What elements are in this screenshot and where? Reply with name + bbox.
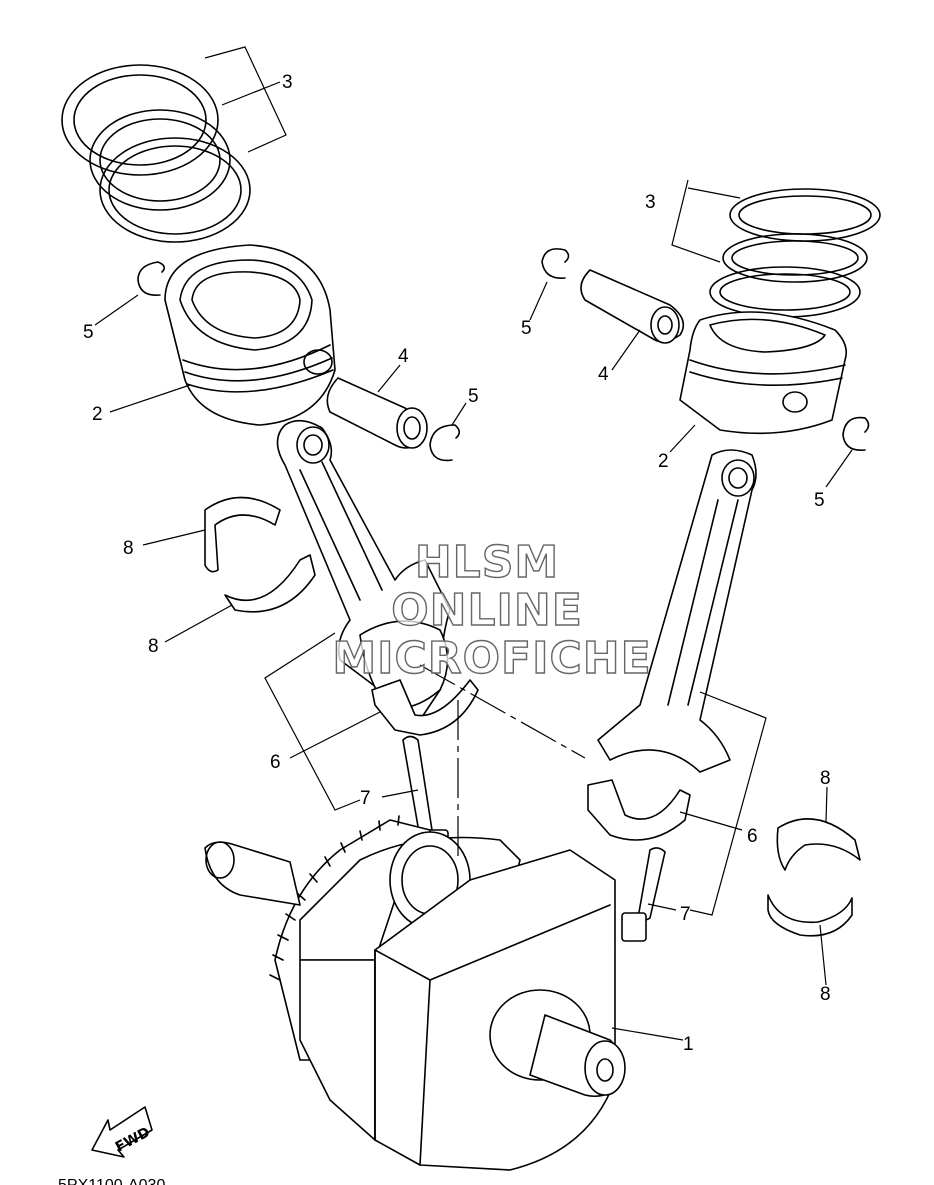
callout-2-left: 2 <box>92 404 103 425</box>
bearing-left-upper <box>204 496 281 573</box>
circlip-right-lower <box>842 416 870 452</box>
callout-7-left: 7 <box>360 788 371 809</box>
callout-8-right-upper: 8 <box>820 768 831 789</box>
callout-3-right: 3 <box>645 192 656 213</box>
piston-pin-right <box>580 269 685 344</box>
callout-4-right: 4 <box>598 364 609 385</box>
circlip-left-upper <box>137 261 166 297</box>
callout-3-left: 3 <box>282 72 293 93</box>
watermark-line-2: ONLINE <box>391 585 583 636</box>
callout-numbers: 1 2 2 3 3 4 4 5 5 5 5 6 6 7 7 8 8 8 8 <box>83 72 831 1055</box>
callout-5-right-lower: 5 <box>814 490 825 511</box>
watermark-line-1: HLSM <box>415 537 559 588</box>
bearing-right-lower <box>767 894 853 937</box>
callout-6-right: 6 <box>747 826 758 847</box>
callout-7-right: 7 <box>680 904 691 925</box>
figure-reference: 5PX1100-A030 <box>58 1177 165 1185</box>
leader-lines <box>94 46 853 1041</box>
callout-6-left: 6 <box>270 752 281 773</box>
watermark: HLSM ONLINE MICROFICHE <box>332 536 652 684</box>
bearing-left-lower <box>224 554 316 613</box>
rod-cap-right <box>587 779 691 841</box>
piston-pin-left <box>326 377 428 449</box>
piston-rings-left <box>61 64 251 243</box>
connecting-rod-right <box>597 449 757 773</box>
piston-left <box>164 244 336 426</box>
watermark-line-3: MICROFICHE <box>332 633 651 684</box>
bearing-right-upper <box>776 818 861 871</box>
piston-rings-right <box>709 188 881 318</box>
circlip-left-lower <box>429 424 461 462</box>
circlip-right-upper <box>541 248 570 279</box>
crankshaft <box>204 815 626 1171</box>
rod-cap-left <box>371 679 479 736</box>
rod-bolt-right <box>621 847 666 942</box>
callout-5-left-lower: 5 <box>468 386 479 407</box>
callout-4-left: 4 <box>398 346 409 367</box>
callout-2-right: 2 <box>658 451 669 472</box>
fwd-arrow-icon: FWD <box>91 1106 153 1158</box>
callout-5-left-upper: 5 <box>83 322 94 343</box>
callout-8-left-lower: 8 <box>148 636 159 657</box>
callout-5-right-upper: 5 <box>521 318 532 339</box>
callout-8-right-lower: 8 <box>820 984 831 1005</box>
callout-8-left-upper: 8 <box>123 538 134 559</box>
piston-right <box>679 311 848 435</box>
callout-1: 1 <box>683 1034 694 1055</box>
